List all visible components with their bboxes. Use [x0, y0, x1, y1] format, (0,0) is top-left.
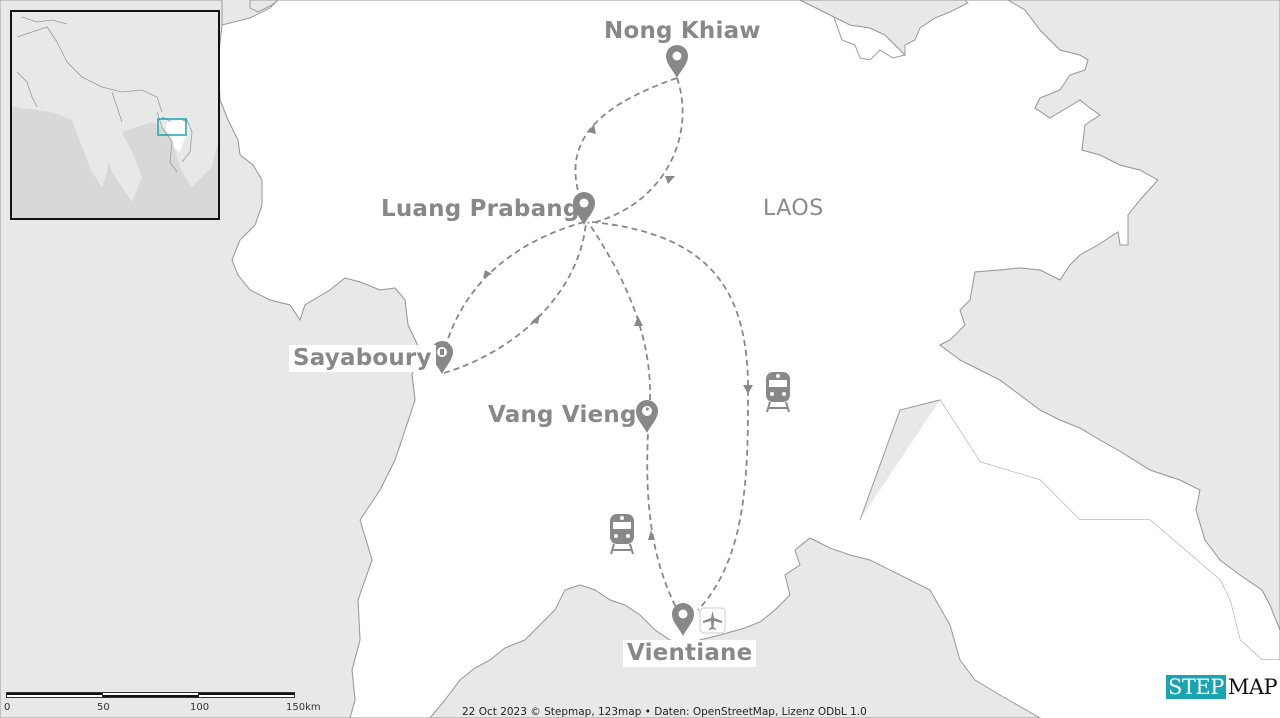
- airplane-icon: [699, 607, 726, 634]
- arrow-icon: [588, 124, 596, 134]
- route-arrows: [483, 124, 753, 540]
- scale-segment-2: [102, 692, 199, 698]
- pin-icon-luang-prabang[interactable]: [573, 192, 595, 225]
- route-lines: [441, 77, 749, 616]
- country-label-laos: LAOS: [763, 196, 824, 221]
- scale-segment-1: [6, 692, 103, 698]
- logo-step: STEP: [1166, 675, 1226, 699]
- pin-icon-nong-khiaw[interactable]: [666, 45, 688, 78]
- vietnam-region: [939, 0, 1280, 631]
- place-label-vang-vieng[interactable]: Vang Vieng: [488, 402, 637, 428]
- china-top-left: [249, 0, 279, 13]
- thailand-region: [429, 537, 1042, 718]
- map-credits[interactable]: 22 Oct 2023 © Stepmap, 123map • Daten: O…: [462, 706, 867, 718]
- pin-icon-sayaboury[interactable]: [431, 341, 453, 374]
- route-sayaboury-to-lp: [443, 221, 587, 374]
- china-region: [799, 0, 969, 57]
- india-landmass: [32, 107, 120, 187]
- laos-inset-shape: [166, 120, 190, 152]
- place-label-sayaboury[interactable]: Sayaboury: [289, 345, 436, 372]
- train-icon: [610, 514, 634, 555]
- pin-markers[interactable]: [431, 45, 694, 636]
- arrow-icon: [743, 385, 753, 394]
- stepmap-logo[interactable]: STEP MAP: [1166, 675, 1278, 699]
- arrow-icon: [634, 316, 643, 326]
- route-vientiane-to-vangvieng: [646, 431, 681, 616]
- route-vangvieng-to-lp: [587, 221, 651, 401]
- route-lp-to-nk: [574, 77, 678, 210]
- train-icon: [766, 372, 790, 413]
- logo-map: MAP: [1227, 675, 1278, 699]
- place-label-nong-khiaw[interactable]: Nong Khiaw: [604, 18, 761, 44]
- route-lp-to-sayaboury: [441, 221, 585, 361]
- scale-segment-3: [198, 692, 295, 698]
- inset-overview-map[interactable]: [10, 10, 220, 220]
- arrow-icon: [665, 176, 675, 184]
- pin-icon-vientiane[interactable]: [672, 603, 694, 636]
- arrow-icon: [531, 314, 540, 324]
- scale-tick-0: 0: [4, 702, 11, 713]
- scale-tick-100: 100: [190, 702, 210, 713]
- inset-highlight-box: [157, 118, 187, 136]
- scale-tick-50: 50: [97, 702, 110, 713]
- scale-bar: [6, 692, 296, 698]
- place-label-vientiane[interactable]: Vientiane: [623, 640, 757, 667]
- arrow-icon: [483, 270, 492, 278]
- scale-tick-150: 150km: [286, 702, 321, 713]
- pin-icon-vang-vieng[interactable]: [636, 400, 658, 433]
- place-label-luang-prabang[interactable]: Luang Prabang: [381, 196, 580, 222]
- route-nk-to-lp: [595, 77, 684, 223]
- arrow-icon: [648, 530, 655, 540]
- route-lp-to-vientiane: [591, 221, 749, 611]
